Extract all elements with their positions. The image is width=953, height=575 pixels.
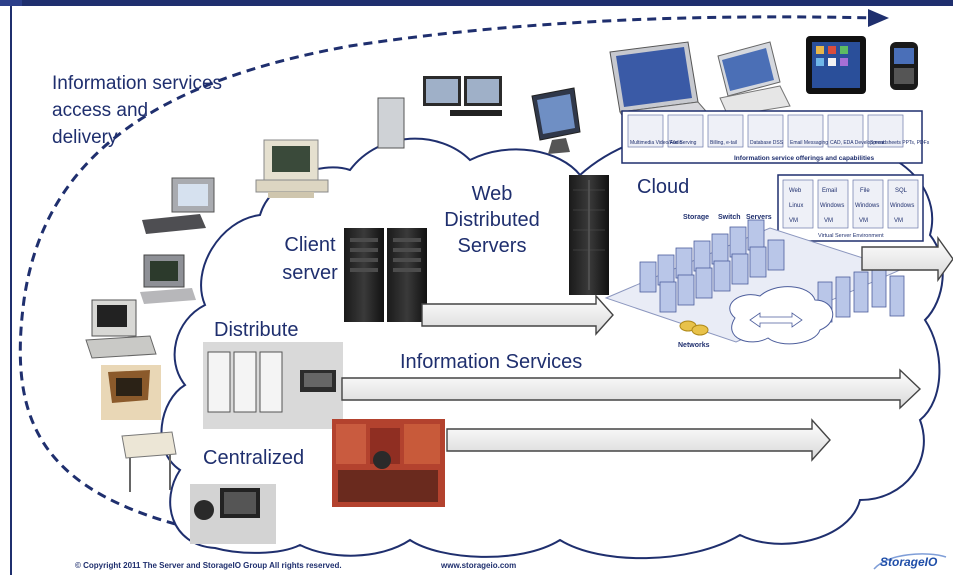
information-access-line: Information services — [52, 73, 223, 94]
vm-tile-label: VM — [824, 218, 833, 224]
network-cloud — [729, 286, 834, 345]
vm-tile-label: VM — [789, 218, 798, 224]
desktop-terminal-image — [85, 299, 157, 359]
distribute-label: Distribute — [214, 319, 299, 341]
tablet-pc-image — [717, 41, 791, 117]
offerings-title: Information service offerings and capabi… — [734, 155, 875, 162]
vintage-terminal-image — [101, 365, 161, 420]
network-link-arrow — [749, 312, 803, 328]
information-services-label: Information Services — [400, 351, 583, 373]
vm-tile-label: VM — [859, 218, 868, 224]
networks-icon — [679, 320, 709, 336]
title-bar-corner — [0, 0, 22, 6]
vm-tile-label: Windows — [855, 203, 879, 209]
rack-label-switch: Switch — [718, 214, 741, 221]
web-label-line: Distributed — [444, 209, 540, 231]
storageio-logo: StorageIO — [868, 551, 950, 573]
vm-tile-label: Linux — [789, 203, 803, 209]
left-border-line — [10, 6, 12, 575]
offering-tile-label: File Serving — [670, 140, 697, 146]
centralized-label: Centralized — [203, 447, 305, 469]
logo-swoosh-icon — [873, 553, 947, 570]
website-link[interactable]: www.storageio.com — [441, 561, 517, 570]
rack-label-servers: Servers — [746, 214, 772, 221]
offering-tile-label: CAD, EDA Development — [830, 140, 885, 146]
cloud-label: Cloud — [637, 176, 690, 198]
centralized-arrow — [446, 418, 831, 462]
rack-label-storage: Storage — [683, 214, 709, 221]
client-label-line: server — [282, 262, 338, 284]
offering-tile-label: Email Messaging — [790, 140, 828, 146]
vm-tile-label: Windows — [820, 203, 844, 209]
terminal-image — [140, 254, 196, 304]
web-distributed-servers-label: Web Distributed Servers — [442, 181, 542, 259]
vm-tile-label: File — [860, 188, 870, 194]
offering-tile-label: Database DSS — [750, 140, 784, 146]
client-server-racks-image — [344, 228, 427, 322]
web-server-rack-image — [569, 175, 609, 295]
information-access-line: delivery — [52, 127, 118, 148]
top-title-bar — [0, 0, 953, 6]
client-server-label: Client server — [270, 231, 350, 287]
tablet-image — [806, 36, 866, 94]
centralized-mainframe-photo — [332, 419, 445, 507]
virtual-server-panel: Web Linux VM Email Windows VM File Windo… — [777, 174, 924, 242]
cloud-arrow — [861, 235, 953, 283]
vm-caption: Virtual Server Environment — [818, 233, 884, 239]
lcd-monitor-image — [531, 87, 581, 154]
information-services-arrow — [341, 368, 922, 410]
operator-terminal-photo — [190, 484, 276, 544]
printer-terminal-image — [121, 431, 177, 492]
offerings-panel: Multimedia Video/Audio File Serving Bill… — [621, 110, 930, 164]
evolution-arrowhead — [868, 9, 889, 27]
vm-tile-label: VM — [894, 218, 903, 224]
logo-text: StorageIO — [880, 555, 938, 569]
offering-tiles: Multimedia Video/Audio File Serving Bill… — [627, 114, 930, 148]
offering-tile-label: Spreadsheets PPTs, PDFs — [870, 140, 930, 146]
web-label-line: Servers — [457, 235, 527, 257]
evolution-dashed-path — [18, 15, 876, 530]
personal-computer-image — [255, 139, 329, 198]
information-access-label: Information services access and delivery — [52, 70, 292, 151]
networks-label: Networks — [678, 342, 710, 349]
workstation-image — [142, 177, 215, 234]
client-server-arrow — [421, 294, 614, 336]
evolution-arrows — [341, 235, 953, 462]
dual-monitor-workstation-image — [377, 76, 502, 149]
distribute-minicomputer-photo — [203, 342, 343, 429]
offering-tile-label: Billing, e-tail — [710, 140, 737, 146]
vm-tile-label: Windows — [890, 203, 914, 209]
vm-tile-label: Web — [789, 188, 802, 194]
web-label-line: Web — [471, 183, 513, 205]
client-label-line: Client — [284, 234, 336, 256]
vm-tile-label: Email — [822, 188, 837, 194]
copyright-notice: © Copyright 2011 The Server and StorageI… — [75, 561, 342, 570]
vm-tile-label: SQL — [895, 188, 908, 194]
offering-tile-label: Multimedia Video/Audio — [630, 140, 683, 146]
information-access-line: access and — [52, 100, 149, 121]
smartphone-image — [890, 42, 918, 90]
